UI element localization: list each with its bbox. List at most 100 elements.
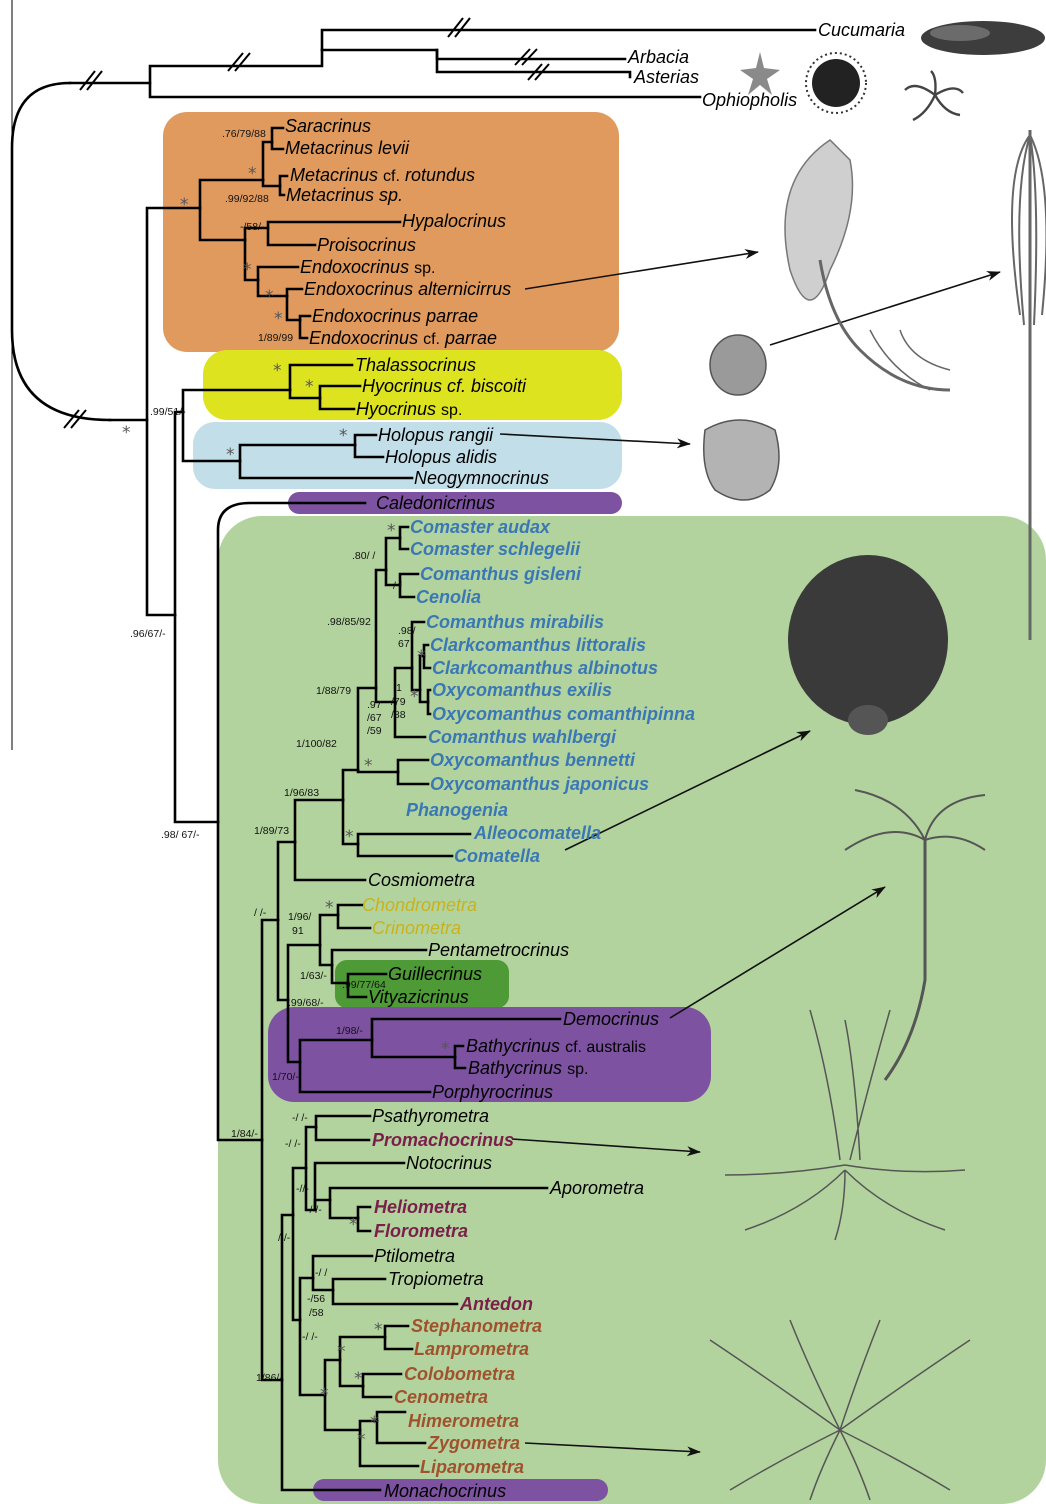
support-value: 1/88/79 <box>316 685 351 697</box>
taxon-comanthus-wahlbergi: Comanthus wahlbergi <box>428 727 617 747</box>
support-value: .99/51/- <box>150 406 186 418</box>
taxon-oxycomanthus-exilis: Oxycomanthus exilis <box>432 680 612 700</box>
support-star: * <box>441 1039 450 1059</box>
support-star: * <box>122 423 131 443</box>
taxon-metacrinus-rotundus: Metacrinus cf. rotundus <box>290 165 475 185</box>
support-value: 1/96/83 <box>284 787 319 799</box>
taxon-proisocrinus: Proisocrinus <box>317 235 416 255</box>
support-value: .97 <box>367 699 382 711</box>
taxon-aporometra: Aporometra <box>549 1178 644 1198</box>
support-value: .98/85/92 <box>327 616 371 628</box>
support-value: -/ /- <box>302 1331 318 1343</box>
support-star: * <box>226 445 235 465</box>
support-value: /88 <box>391 709 406 721</box>
taxon-pentametrocrinus: Pentametrocrinus <box>428 940 569 960</box>
taxon-caledonicrinus: Caledonicrinus <box>376 493 495 513</box>
support-star: * <box>248 164 257 184</box>
support-star: * <box>387 521 396 541</box>
taxon-comanthus-mirabilis: Comanthus mirabilis <box>426 612 604 632</box>
taxon-endoxocrinus-parrae: Endoxocrinus parrae <box>312 306 478 326</box>
support-value: 1/89/73 <box>254 825 289 837</box>
support-value: /67 <box>367 712 382 724</box>
taxon-comaster-schlegelii: Comaster schlegelii <box>410 539 581 559</box>
taxon-cosmiometra: Cosmiometra <box>368 870 475 890</box>
taxon-colobometra: Colobometra <box>404 1364 515 1384</box>
support-value: 1/86/- <box>256 1372 283 1384</box>
taxon-democrinus: Democrinus <box>563 1009 659 1029</box>
taxon-saracrinus: Saracrinus <box>285 116 371 136</box>
isocrinid-illustration <box>785 140 950 390</box>
taxon-clarkcomanthus-albinotus: Clarkcomanthus albinotus <box>432 658 658 678</box>
support-value: 67 <box>398 638 410 650</box>
support-value: -/ /- <box>306 1204 322 1216</box>
taxon-arbacia: Arbacia <box>627 47 689 67</box>
taxon-ptilometra: Ptilometra <box>374 1246 455 1266</box>
support-value: -/ /- <box>292 1112 308 1124</box>
taxon-lamprometra: Lamprometra <box>414 1339 529 1359</box>
taxon-guillecrinus: Guillecrinus <box>388 964 482 984</box>
support-star: * <box>243 260 252 280</box>
taxon-alleocomatella: Alleocomatella <box>473 823 601 843</box>
hyocrinid-illustration <box>710 335 766 395</box>
support-star: * <box>370 1413 379 1433</box>
support-value: 1/89/99 <box>258 332 293 344</box>
support-star: * <box>357 1430 366 1450</box>
support-star: * <box>274 309 283 329</box>
taxon-notocrinus: Notocrinus <box>406 1153 492 1173</box>
taxon-zygometra: Zygometra <box>427 1433 520 1453</box>
taxon-cenometra: Cenometra <box>394 1387 488 1407</box>
support-value: -/58/- <box>240 221 265 233</box>
taxon-cenolia: Cenolia <box>416 587 481 607</box>
taxon-ophiopholis: Ophiopholis <box>702 90 797 110</box>
taxon-liparometra: Liparometra <box>420 1457 524 1477</box>
support-value: .80/ / <box>352 550 375 562</box>
taxon-promachocrinus: Promachocrinus <box>372 1130 514 1150</box>
support-value: .99/77/64 <box>342 979 386 991</box>
taxon-tropiometra: Tropiometra <box>388 1269 484 1289</box>
support-value: 1/98/- <box>336 1025 363 1037</box>
taxon-cucumaria: Cucumaria <box>818 20 905 40</box>
support-value: .76/79/88 <box>222 128 266 140</box>
taxon-comanthus-gisleni: Comanthus gisleni <box>420 564 582 584</box>
sea-cucumber-illustration <box>921 21 1045 55</box>
taxon-holopus-alidis: Holopus alidis <box>385 447 497 467</box>
support-value: /59 <box>367 725 382 737</box>
support-value: .99/68/- <box>288 997 324 1009</box>
support-value: -/ / <box>315 1267 327 1279</box>
taxon-hyocrinus-sp: Hyocrinus sp. <box>356 399 462 419</box>
support-star: * <box>364 756 373 776</box>
taxon-monachocrinus: Monachocrinus <box>384 1481 506 1501</box>
taxon-neogymnocrinus: Neogymnocrinus <box>414 468 549 488</box>
support-value: 1/100/82 <box>296 738 337 750</box>
support-value: / /- <box>254 907 267 919</box>
taxon-oxycomanthus-bennetti: Oxycomanthus bennetti <box>430 750 636 770</box>
holopus-illustration <box>704 420 779 500</box>
support-star: * <box>265 287 274 307</box>
taxon-oxycomanthus-comanthipinna: Oxycomanthus comanthipinna <box>432 704 695 724</box>
taxon-oxycomanthus-japonicus: Oxycomanthus japonicus <box>430 774 649 794</box>
support-star: * <box>349 1215 358 1235</box>
taxon-clarkcomanthus-littoralis: Clarkcomanthus littoralis <box>430 635 646 655</box>
support-star: * <box>417 647 426 667</box>
taxon-crinometra: Crinometra <box>372 918 461 938</box>
taxon-chondrometra: Chondrometra <box>362 895 477 915</box>
support-value: -//- <box>296 1183 309 1195</box>
taxon-holopus-rangii: Holopus rangii <box>378 425 494 445</box>
taxon-thalassocrinus: Thalassocrinus <box>355 355 476 375</box>
support-value: 1/84/- <box>231 1128 258 1140</box>
support-star: * <box>345 827 354 847</box>
support-value: 1 <box>396 682 402 694</box>
taxon-hypalocrinus: Hypalocrinus <box>402 211 506 231</box>
taxon-bathycrinus-sp: Bathycrinus sp. <box>468 1058 588 1078</box>
taxon-antedon: Antedon <box>459 1294 533 1314</box>
support-value: /58 <box>309 1307 324 1319</box>
taxon-heliometra: Heliometra <box>374 1197 467 1217</box>
taxon-phanogenia: Phanogenia <box>406 800 508 820</box>
support-value: 1/96/ <box>288 911 311 923</box>
support-star: * <box>305 377 314 397</box>
support-value: .98/ 67/- <box>161 829 200 841</box>
support-value: .99/92/88 <box>225 193 269 205</box>
support-star: * <box>320 1385 329 1405</box>
support-value: 1/70/- <box>272 1071 299 1083</box>
